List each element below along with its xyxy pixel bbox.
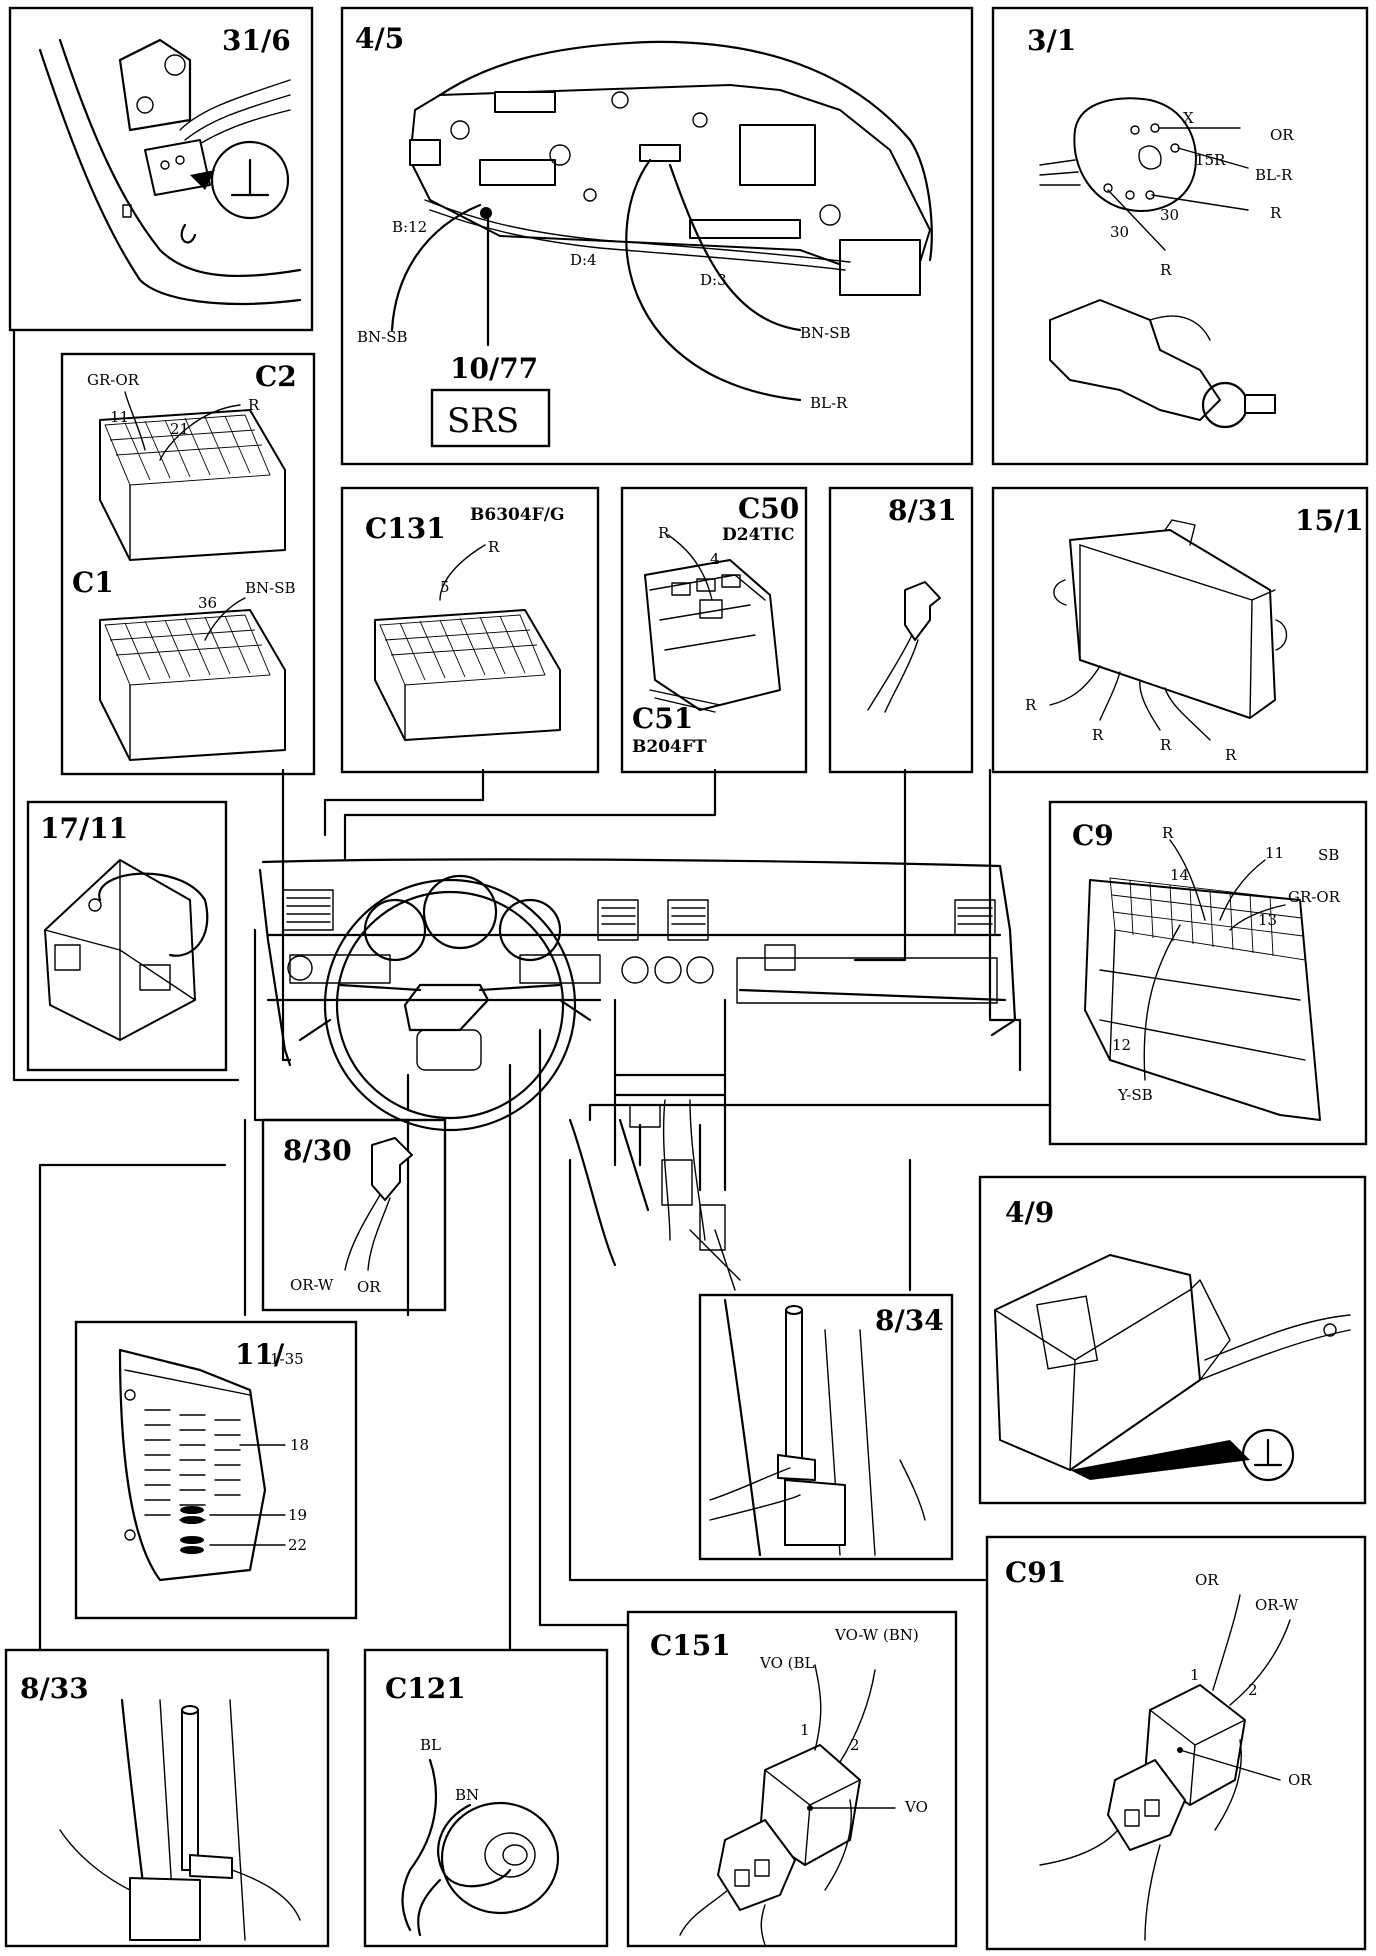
panel-c131: C131 B6304F/G R 5 — [340, 486, 600, 774]
label: 30 — [1160, 206, 1179, 224]
label: 11 — [110, 408, 129, 426]
label: R — [1025, 696, 1037, 714]
label: BN-SB — [245, 579, 296, 597]
label: R — [1160, 736, 1172, 754]
variant-label: B6304F/G — [470, 505, 564, 525]
panel-title: 8/30 — [283, 1134, 352, 1167]
label: BL-R — [1255, 166, 1293, 184]
panel-4-9: 4/9 — [978, 1175, 1367, 1505]
srs-label: SRS — [447, 401, 519, 441]
label: 4 — [710, 550, 720, 568]
label: 14 — [1170, 866, 1189, 884]
label: 15R — [1195, 151, 1226, 169]
variant-label: D24TIC — [722, 525, 795, 545]
panel-8-30: 8/30 OR-W OR — [261, 1118, 447, 1312]
panel-title: 15/1 — [1295, 504, 1364, 537]
panel-title: C9 — [1072, 819, 1114, 852]
label: 1 — [1190, 1666, 1200, 1684]
panel-title: C131 — [365, 512, 446, 545]
panel-8-33: 8/33 — [4, 1648, 330, 1948]
label: R — [1162, 824, 1174, 842]
label: R — [1092, 726, 1104, 744]
label: 21 — [170, 420, 189, 438]
panel-c91: C91 OR OR-W 1 2 OR — [985, 1535, 1367, 1951]
panel-title: C121 — [385, 1672, 466, 1705]
panel-title: C91 — [1005, 1556, 1066, 1589]
label: BN-SB — [800, 324, 851, 342]
panel-title: 8/31 — [888, 494, 957, 527]
panel-c50-c51: C50 D24TIC C51 B204FT R 4 — [620, 486, 808, 774]
label: BL — [420, 1736, 441, 1754]
label: BN-SB — [357, 328, 408, 346]
label: BL-R — [810, 394, 848, 412]
label: 22 — [288, 1536, 307, 1554]
panel-17-11: 17/11 — [26, 800, 228, 1072]
label: VO-W (BN) — [834, 1626, 919, 1644]
panel-15-1: 15/1 R R R R — [991, 486, 1369, 774]
panel-8-31: 8/31 — [828, 486, 974, 774]
label: 18 — [290, 1436, 309, 1454]
leader-lines — [12, 328, 1052, 1652]
variant-label-2: B204FT — [632, 737, 707, 757]
panel-title: 3/1 — [1027, 24, 1076, 57]
label: 13 — [1258, 911, 1277, 929]
label: 5 — [440, 578, 450, 596]
label: OR — [1270, 126, 1294, 144]
panel-c2-c1: C2 C1 GR-OR 11 R 21 36 BN-SB — [60, 352, 316, 776]
range-label: 1-35 — [270, 1350, 304, 1368]
label: B:12 — [392, 218, 427, 236]
panel-c121: C121 BL BN — [363, 1648, 609, 1948]
label: OR-W — [1255, 1596, 1299, 1614]
panel-title: 11/ — [235, 1338, 285, 1371]
label: R — [1270, 204, 1282, 222]
label: 12 — [1112, 1036, 1131, 1054]
label: GR-OR — [1288, 888, 1341, 906]
panel-31-6: 31/6 — [8, 6, 314, 332]
label: OR — [1195, 1571, 1219, 1589]
panel-c9: C9 R 11 SB 14 GR-OR 13 12 Y-SB — [1048, 800, 1368, 1146]
panel-title: 8/34 — [875, 1304, 944, 1337]
label: 19 — [288, 1506, 307, 1524]
sub-label: 10/77 — [450, 352, 538, 385]
panel-title: 31/6 — [222, 24, 291, 57]
label: 2 — [850, 1736, 860, 1754]
label: BN — [455, 1786, 479, 1804]
panel-c151: C151 VO-W (BN) VO (BL 1 2 VO — [626, 1610, 958, 1948]
label: R — [248, 396, 260, 414]
panel-3-1: 3/1 X OR 15R BL-R 30 R 30 R — [991, 6, 1369, 466]
panel-4-5: 4/5 B:12 D:4 D:3 BN-SB BN-SB BL-R 10/77 … — [340, 6, 974, 466]
label: VO (BL — [759, 1654, 815, 1672]
label: 11 — [1265, 844, 1284, 862]
label: VO — [904, 1798, 928, 1816]
label: OR — [357, 1278, 381, 1296]
label: 2 — [1248, 1681, 1258, 1699]
dashboard-illustration — [258, 858, 1017, 1291]
panel-11: 11/ 1-35 18 19 22 — [74, 1320, 358, 1620]
label: OR-W — [290, 1276, 334, 1294]
label: R — [1160, 261, 1172, 279]
panel-title-2: C51 — [632, 702, 693, 735]
label: GR-OR — [87, 371, 140, 389]
label: 36 — [198, 594, 217, 612]
panel-title: C151 — [650, 1629, 731, 1662]
panel-title-c2: C2 — [255, 360, 297, 393]
label: Y-SB — [1117, 1086, 1153, 1104]
panel-title: 4/5 — [355, 22, 404, 55]
label: D:4 — [570, 251, 597, 269]
panel-title: 17/11 — [40, 812, 128, 845]
label: R — [1225, 746, 1237, 764]
panel-title-c1: C1 — [72, 566, 114, 599]
label: 1 — [800, 1721, 810, 1739]
label: 30 — [1110, 223, 1129, 241]
panel-title: C50 — [738, 492, 799, 525]
label: R — [488, 538, 500, 556]
panel-8-34: 8/34 — [698, 1293, 954, 1561]
label: X — [1183, 109, 1194, 127]
label: OR — [1288, 1771, 1312, 1789]
panel-title: 8/33 — [20, 1672, 89, 1705]
panel-title: 4/9 — [1005, 1196, 1054, 1229]
label: SB — [1318, 846, 1339, 864]
label: R — [658, 524, 670, 542]
